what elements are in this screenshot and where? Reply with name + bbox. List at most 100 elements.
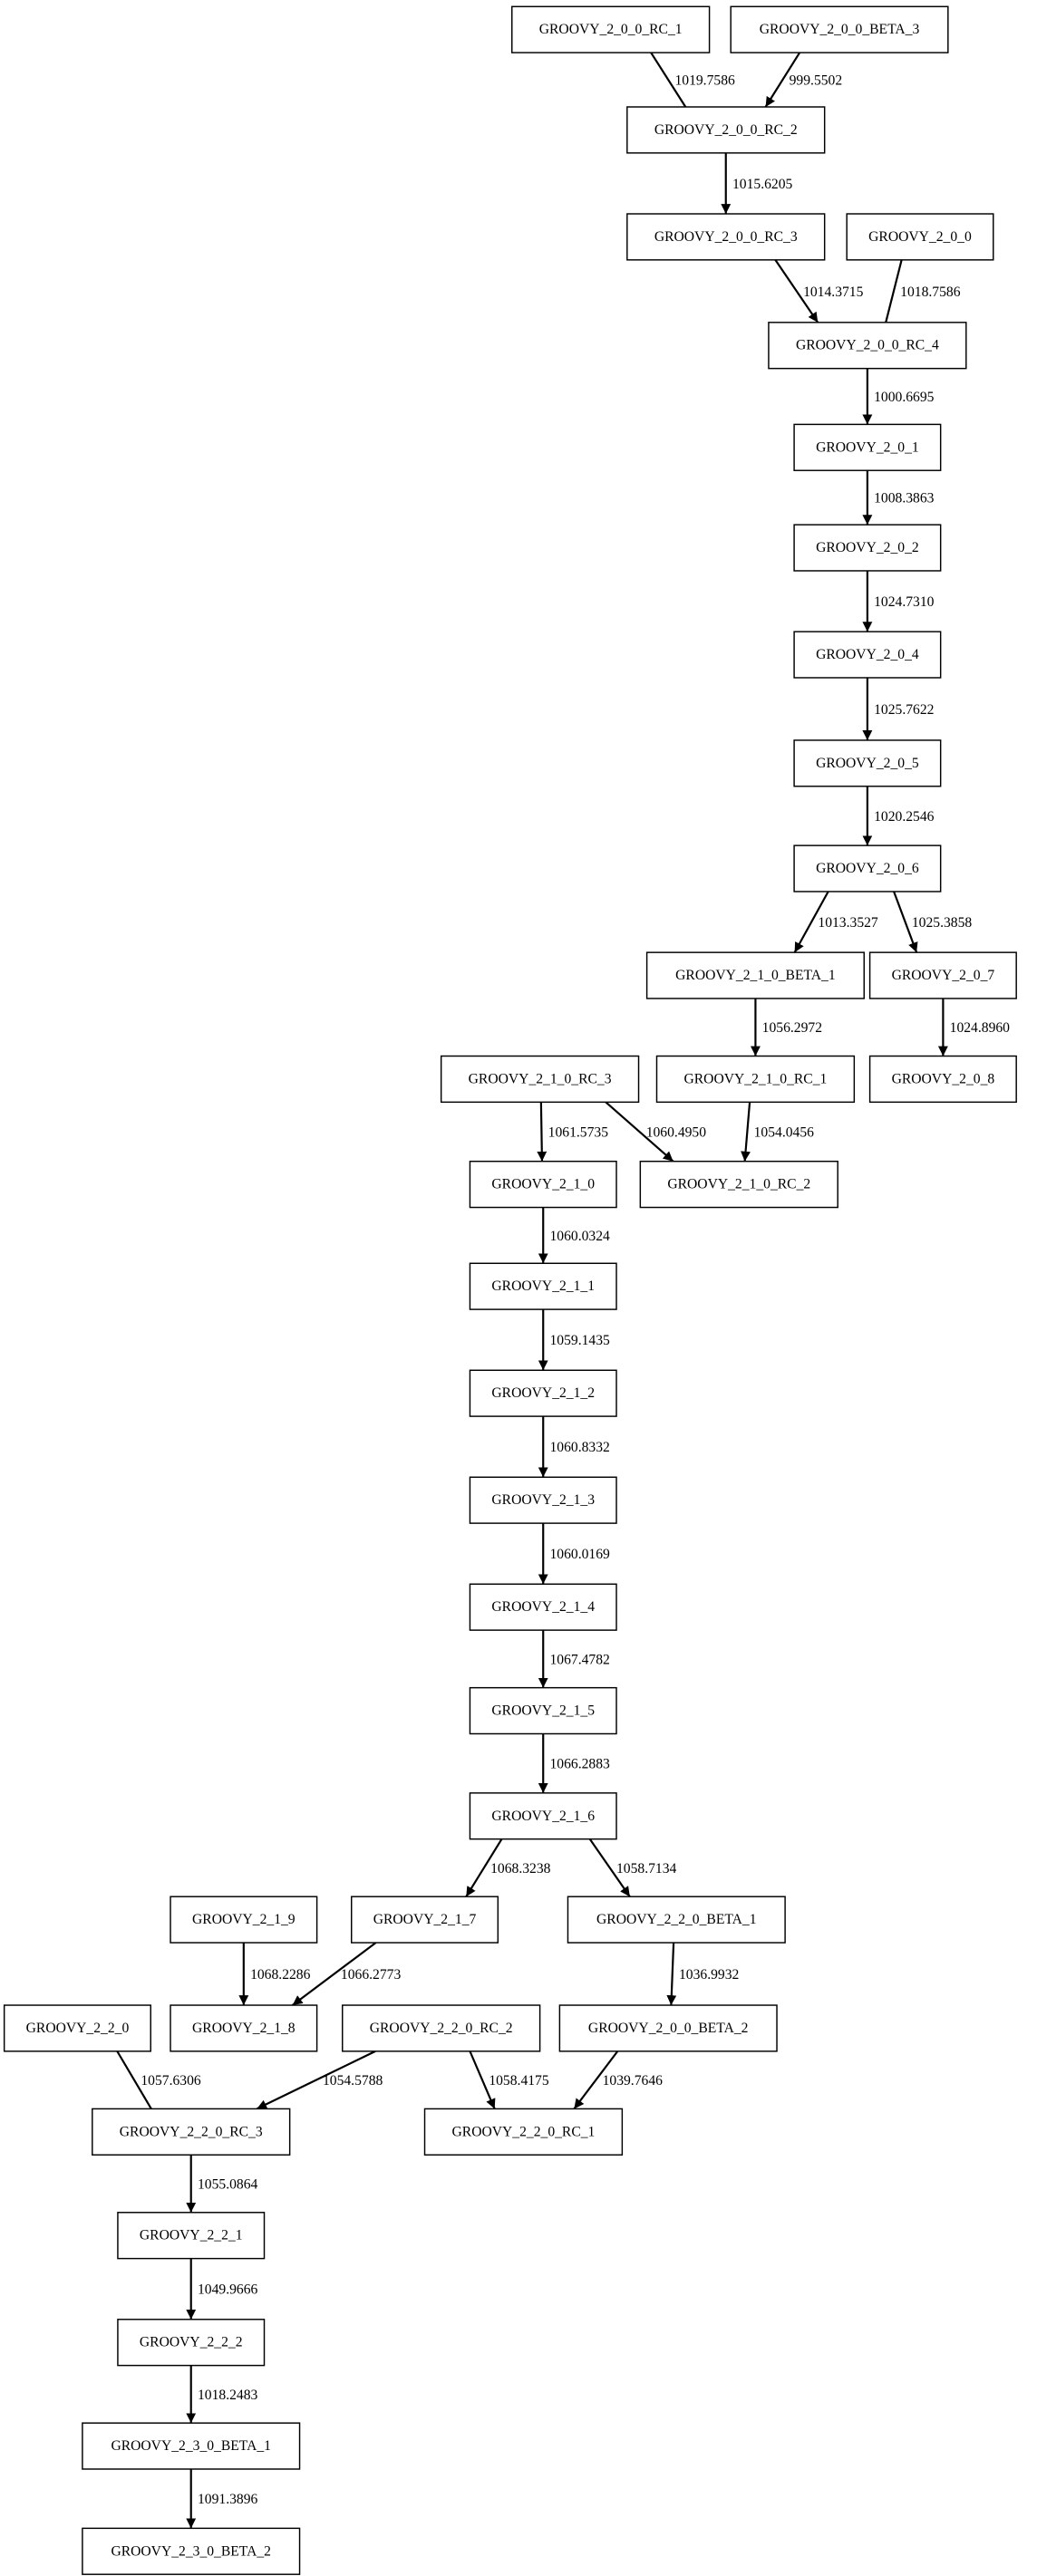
graph-node: GROOVY_2_0_0_RC_3 xyxy=(626,213,826,261)
node-label: GROOVY_2_1_3 xyxy=(491,1492,595,1508)
graph-node: GROOVY_2_2_2 xyxy=(117,2319,266,2367)
edge-label: 1060.8332 xyxy=(549,1440,609,1455)
edge-label: 1058.7134 xyxy=(616,1861,677,1877)
node-box xyxy=(626,213,826,261)
node-box xyxy=(793,844,942,892)
graph-edge: 1025.3858 xyxy=(893,891,973,953)
edge-label: 1036.9932 xyxy=(679,1967,739,1983)
edge-label: 1018.2483 xyxy=(198,2388,258,2403)
node-box xyxy=(639,1160,838,1209)
graph-edge: 1024.7310 xyxy=(862,570,935,632)
edge-label: 1024.7310 xyxy=(874,594,935,610)
node-box xyxy=(793,631,942,679)
node-box xyxy=(793,739,942,787)
node-label: GROOVY_2_0_0_BETA_3 xyxy=(760,22,920,37)
edge-line xyxy=(793,891,829,953)
node-box xyxy=(730,5,949,53)
node-box xyxy=(469,1686,617,1735)
edge-label: 1055.0864 xyxy=(198,2176,258,2192)
graph-node: GROOVY_2_0_7 xyxy=(868,951,1017,999)
edge-line xyxy=(774,259,819,323)
graph-node: GROOVY_2_3_0_BETA_1 xyxy=(82,2422,301,2470)
graph-edge: 1059.1435 xyxy=(538,1309,610,1371)
edge-label: 1066.2773 xyxy=(341,1967,402,1983)
edge-line xyxy=(573,2050,619,2110)
graph-node: GROOVY_2_1_5 xyxy=(469,1686,617,1735)
node-label: GROOVY_2_1_1 xyxy=(491,1278,595,1294)
graph-node: GROOVY_2_0_8 xyxy=(868,1055,1017,1104)
graph-edge: 1060.0169 xyxy=(538,1523,610,1585)
edge-label: 1019.7586 xyxy=(674,72,735,88)
node-label: GROOVY_2_3_0_BETA_2 xyxy=(111,2543,271,2559)
edge-label: 1039.7646 xyxy=(603,2073,664,2089)
graph-edge: 1060.4950 xyxy=(605,1101,706,1163)
node-box xyxy=(868,1055,1017,1104)
edge-label: 1025.3858 xyxy=(912,915,973,931)
node-label: GROOVY_2_0_1 xyxy=(816,439,919,455)
node-box xyxy=(511,5,711,53)
graph-edge: 1054.0456 xyxy=(741,1102,814,1162)
edge-label: 1015.6205 xyxy=(732,177,793,192)
graph-edge: 1057.6306 xyxy=(116,2050,201,2109)
node-label: GROOVY_2_1_8 xyxy=(192,2021,296,2036)
graph-node: GROOVY_2_0_0_BETA_3 xyxy=(730,5,949,53)
graph-edge: 1060.8332 xyxy=(538,1416,610,1478)
edge-line xyxy=(605,1101,674,1163)
edges: 1019.7586 999.5502 1015.6205 1014.3715 1018.… xyxy=(116,52,1010,2529)
graph-edge: 1008.3863 xyxy=(862,470,935,526)
graph-node: GROOVY_2_0_1 xyxy=(793,423,942,471)
edge-label: 1068.2286 xyxy=(250,1967,311,1983)
node-label: GROOVY_2_2_0_BETA_1 xyxy=(596,1912,757,1927)
graph-edge: 1058.4175 xyxy=(469,2050,549,2109)
graph-node: GROOVY_2_2_0 xyxy=(3,2004,151,2052)
node-label: GROOVY_2_2_2 xyxy=(140,2335,243,2350)
graph-node: GROOVY_2_1_6 xyxy=(469,1792,617,1840)
edge-label: 1060.0169 xyxy=(549,1547,610,1562)
graph-edge: 1054.5788 xyxy=(256,2050,383,2110)
graph-node: GROOVY_2_2_0_BETA_1 xyxy=(567,1896,786,1944)
edge-label: 999.5502 xyxy=(790,72,843,88)
graph-node: GROOVY_2_0_0_BETA_2 xyxy=(558,2004,778,2052)
node-label: GROOVY_2_1_0 xyxy=(491,1177,595,1192)
node-box xyxy=(846,213,994,261)
node-box xyxy=(645,951,865,999)
graph-edge: 1014.3715 xyxy=(774,259,864,323)
graph-edge: 1068.2286 xyxy=(238,1943,311,2006)
edge-line xyxy=(256,2050,376,2110)
edge-line xyxy=(469,2050,496,2109)
edge-line xyxy=(666,1943,677,2006)
edge-label: 1066.2883 xyxy=(549,1757,610,1772)
node-box xyxy=(440,1055,640,1104)
graph-node: GROOVY_2_0_0 xyxy=(846,213,994,261)
node-label: GROOVY_2_1_0_BETA_1 xyxy=(675,968,836,983)
graph-node: GROOVY_2_1_3 xyxy=(469,1476,617,1524)
edge-label: 1059.1435 xyxy=(549,1333,610,1348)
edge-label: 1020.2546 xyxy=(874,809,935,825)
node-label: GROOVY_2_1_9 xyxy=(192,1912,296,1927)
node-label: GROOVY_2_0_4 xyxy=(816,647,919,662)
edge-label: 1049.9666 xyxy=(198,2282,258,2298)
graph-node: GROOVY_2_1_0 xyxy=(469,1160,617,1209)
node-box xyxy=(558,2004,778,2052)
edge-label: 1058.4175 xyxy=(489,2073,549,2089)
graph-node: GROOVY_2_0_0_RC_1 xyxy=(511,5,711,53)
graph-node: GROOVY_2_0_0_RC_4 xyxy=(768,322,967,370)
node-label: GROOVY_2_1_0_RC_2 xyxy=(667,1177,810,1192)
edge-label: 1061.5735 xyxy=(548,1124,609,1140)
graph-edge: 1061.5735 xyxy=(537,1102,609,1162)
node-box xyxy=(469,1792,617,1840)
node-box xyxy=(768,322,967,370)
edge-line xyxy=(116,2050,152,2109)
edge-label: 1091.3896 xyxy=(198,2492,258,2507)
graph-edge: 1036.9932 xyxy=(666,1943,739,2006)
graph-node: GROOVY_2_3_0_BETA_2 xyxy=(82,2527,301,2575)
graph-edge: 1068.3238 xyxy=(465,1838,551,1897)
graph-node: GROOVY_2_1_0_RC_2 xyxy=(639,1160,838,1209)
node-box xyxy=(567,1896,786,1944)
node-box xyxy=(469,1369,617,1417)
graph-edge: 999.5502 xyxy=(764,52,843,108)
node-label: GROOVY_2_2_0 xyxy=(26,2021,130,2036)
graph-edge: 1060.0324 xyxy=(538,1207,610,1264)
graph-node: GROOVY_2_0_6 xyxy=(793,844,942,892)
